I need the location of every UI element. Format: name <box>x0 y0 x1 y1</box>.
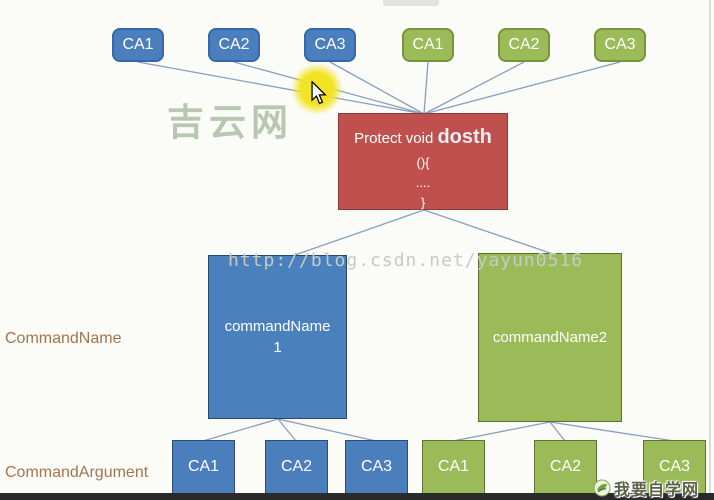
bottom-node-blue-ca3: CA3 <box>345 440 408 494</box>
self-study-logo-icon <box>593 479 611 497</box>
self-study-text: 我要自学网 <box>614 482 700 499</box>
video-bottom-bar <box>0 493 714 500</box>
node-label: CA2 <box>218 36 250 53</box>
node-label: CA1 <box>412 36 444 53</box>
node-label: CA2 <box>549 458 582 475</box>
label-command-argument: CommandArgument <box>5 464 149 481</box>
node-label: CA1 <box>187 458 220 475</box>
node-label: CA1 <box>122 36 154 53</box>
command-name1-node: commandName 1 <box>208 255 347 419</box>
bottom-node-green-ca1: CA1 <box>422 440 485 494</box>
bottom-node-green-ca2: CA2 <box>534 440 597 494</box>
bottom-node-blue-ca1: CA1 <box>172 440 235 494</box>
command-name1-number: 1 <box>273 339 282 356</box>
node-label: CA3 <box>658 458 691 475</box>
top-node-blue-ca1: CA1 <box>112 28 164 62</box>
mouse-cursor-icon <box>311 81 327 105</box>
top-edge-artifact <box>383 0 439 6</box>
node-label: CA3 <box>360 458 393 475</box>
node-label: CA2 <box>280 458 313 475</box>
method-body: .... <box>415 175 431 191</box>
method-keyword: Protect void <box>354 130 438 147</box>
watermark-self-study: 我要自学网 <box>593 476 699 500</box>
right-edge-line <box>709 0 711 493</box>
node-label: CA2 <box>508 36 540 53</box>
watermark-url: http://blog.csdn.net/yayun0516 <box>228 250 584 271</box>
top-node-blue-ca3: CA3 <box>304 28 356 62</box>
method-node: Protect void dosth (){ .... } <box>338 113 508 210</box>
command-name2-title: commandName2 <box>492 329 608 346</box>
method-open-brace: (){ <box>416 155 430 170</box>
node-label: CA3 <box>314 36 346 53</box>
watermark-site: 吉云网 <box>167 102 293 143</box>
method-close-brace: } <box>420 195 426 211</box>
top-node-green-ca1: CA1 <box>402 28 454 62</box>
label-command-name: CommandName <box>5 330 122 347</box>
method-signature: Protect void dosth <box>354 122 492 153</box>
method-name: dosth <box>437 126 492 148</box>
bottom-node-green-ca3: CA3 <box>643 440 706 494</box>
command-name2-node: commandName2 <box>478 253 622 422</box>
top-node-blue-ca2: CA2 <box>208 28 260 62</box>
top-node-green-ca2: CA2 <box>498 28 550 62</box>
node-label: CA3 <box>604 36 636 53</box>
top-node-green-ca3: CA3 <box>594 28 646 62</box>
command-name1-title: commandName <box>224 318 331 335</box>
bottom-node-blue-ca2: CA2 <box>265 440 328 494</box>
node-label: CA1 <box>437 458 470 475</box>
